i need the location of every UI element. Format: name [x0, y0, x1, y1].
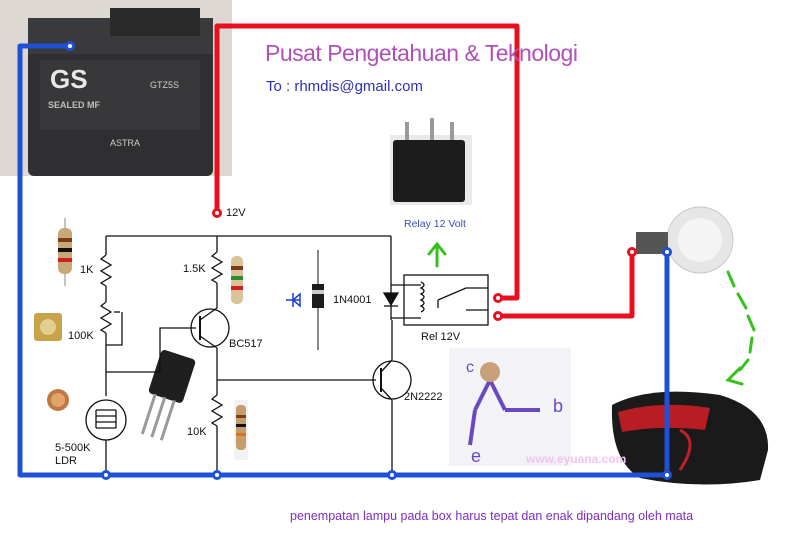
- pin-c-label: c: [466, 359, 474, 376]
- component-photos: [34, 218, 571, 466]
- circuit-wires: [85, 235, 489, 475]
- label-diode: 1N4001: [333, 294, 372, 306]
- battery-model: GTZ5S: [150, 80, 179, 90]
- positive-wires: [214, 23, 635, 319]
- label-pot: 100K: [68, 330, 94, 342]
- label-q2: 2N2222: [404, 391, 443, 403]
- label-relay: Rel 12V: [421, 331, 461, 343]
- negative-wires: [17, 43, 670, 478]
- green-arrows: [427, 241, 756, 386]
- label-q1: BC517: [229, 338, 263, 350]
- watermark: www.eyuana.com: [526, 452, 627, 466]
- contact-email: To : rhmdis@gmail.com: [266, 78, 423, 95]
- lamp-bulb-photo: [636, 206, 734, 274]
- battery-brand: GS: [50, 64, 88, 94]
- relay-photo: [390, 118, 472, 205]
- label-r1: 1K: [80, 264, 94, 276]
- caption: penempatan lampu pada box harus tepat da…: [290, 509, 694, 523]
- battery-type: SEALED MF: [48, 100, 101, 110]
- pin-e-label: e: [471, 446, 481, 466]
- label-r2: 1.5K: [183, 263, 206, 275]
- label-ldr: LDR: [55, 455, 78, 467]
- junction-dots: [65, 41, 672, 480]
- label-12v: 12V: [226, 207, 246, 219]
- page-title: Pusat Pengetahuan & Teknologi: [265, 40, 578, 66]
- pin-b-label: b: [553, 396, 563, 416]
- label-ldr-value: 5-500K: [55, 442, 91, 454]
- battery-photo: GS SEALED MF GTZ5S ASTRA: [0, 0, 232, 176]
- box-photo: [611, 391, 769, 485]
- label-r3: 10K: [187, 426, 207, 438]
- battery-maker: ASTRA: [110, 138, 140, 148]
- label-relay-photo: Relay 12 Volt: [404, 218, 466, 230]
